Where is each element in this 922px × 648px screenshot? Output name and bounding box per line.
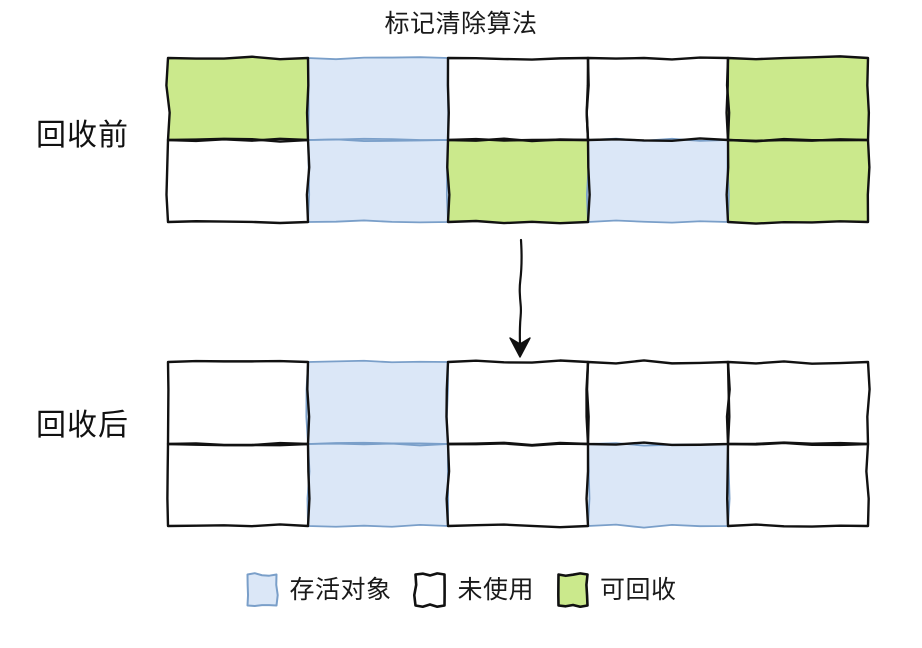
legend-label-live: 存活对象 xyxy=(289,576,392,604)
row-label-after: 回收后 xyxy=(36,409,129,442)
legend-item-reclaimable: 可回收 xyxy=(556,572,677,608)
memory-cell-fill xyxy=(588,443,730,528)
memory-cell-fill xyxy=(446,443,588,528)
memory-cell-fill xyxy=(168,361,310,446)
legend-swatch-live-icon xyxy=(246,572,280,607)
memory-cell-reclaimable xyxy=(725,138,871,225)
legend-swatch-shape xyxy=(557,572,589,608)
memory-cell-fill xyxy=(447,139,590,224)
memory-cell-fill xyxy=(307,442,449,527)
legend-swatch-shape xyxy=(413,572,447,608)
legend-label-unused: 未使用 xyxy=(457,576,534,604)
legend-swatch-reclaimable-icon xyxy=(557,572,589,608)
memory-cell-fill xyxy=(586,360,730,445)
memory-cell-fill xyxy=(726,139,870,224)
legend-swatch-unused-icon xyxy=(413,572,447,608)
legend-label-reclaimable: 可回收 xyxy=(600,576,677,604)
arrow-shaft xyxy=(518,238,523,347)
memory-cell-fill xyxy=(306,360,448,446)
memory-cell-fill xyxy=(446,360,589,446)
memory-cell-fill xyxy=(586,57,730,141)
memory-cell-fill xyxy=(166,56,309,141)
legend: 存活对象 未使用 可回收 xyxy=(0,572,922,608)
memory-cell-fill xyxy=(727,442,869,527)
memory-cell-reclaimable xyxy=(446,137,591,225)
down-arrow-icon xyxy=(509,238,531,358)
memory-cell-fill xyxy=(167,443,310,527)
row-label-before: 回收前 xyxy=(36,119,129,152)
arrow-head xyxy=(509,337,531,358)
memory-cell-unused xyxy=(445,442,590,529)
legend-item-live: 存活对象 xyxy=(245,572,391,608)
legend-swatch-shape xyxy=(246,572,280,607)
memory-cell-fill xyxy=(447,58,588,142)
memory-cell-fill xyxy=(726,56,869,142)
legend-item-unused: 未使用 xyxy=(413,572,534,608)
memory-cell-fill xyxy=(308,138,448,223)
memory-cell-unused xyxy=(726,441,870,528)
memory-grid-after xyxy=(166,359,871,529)
memory-cell-unused xyxy=(166,442,311,528)
page-title: 标记清除算法 xyxy=(384,10,538,38)
memory-cell-fill xyxy=(308,57,449,142)
memory-cell-fill xyxy=(586,138,729,223)
memory-cell-fill xyxy=(166,138,310,223)
memory-cell-unused xyxy=(165,137,311,225)
memory-grid-before xyxy=(165,55,871,225)
memory-cell-fill xyxy=(728,361,870,445)
